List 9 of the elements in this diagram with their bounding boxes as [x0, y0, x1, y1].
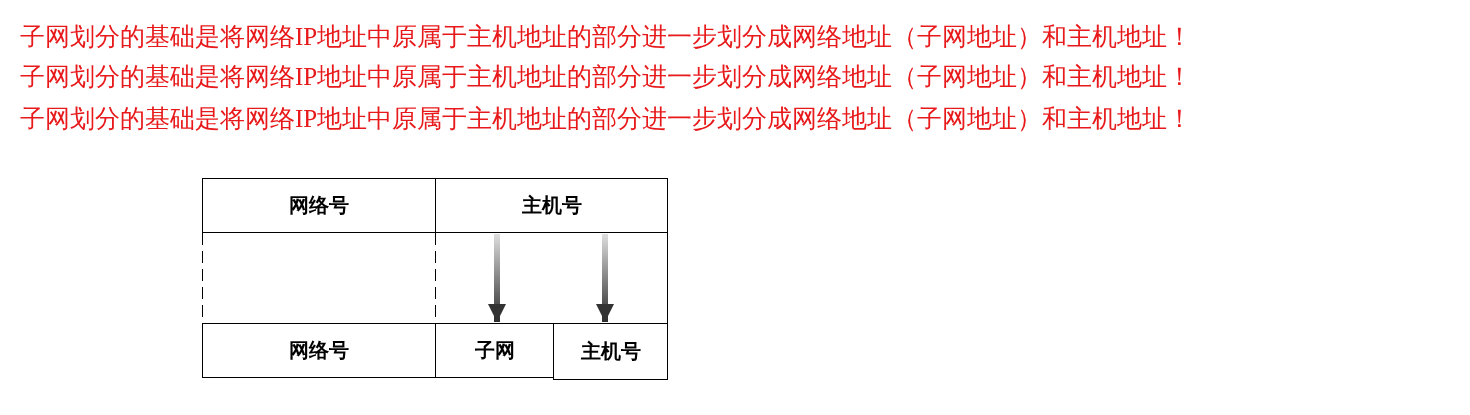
arrow [488, 234, 506, 322]
table-cell: 网络号 [202, 178, 436, 233]
table-cell: 网络号 [202, 323, 436, 378]
heading-text: 子网划分的基础是将网络IP地址中原属于主机地址的部分进一步划分成网络地址（子网地址）和主机地址！ [20, 104, 1193, 134]
heading-text: 子网划分的基础是将网络IP地址中原属于主机地址的部分进一步划分成网络地址（子网地址）和主机地址！ [20, 22, 1193, 52]
table-cell: 子网 [435, 323, 554, 378]
table-cell: 主机号 [435, 178, 668, 233]
heading-text: 子网划分的基础是将网络IP地址中原属于主机地址的部分进一步划分成网络地址（子网地址）和主机地址！ [20, 62, 1193, 92]
table-cell: 主机号 [553, 323, 668, 380]
